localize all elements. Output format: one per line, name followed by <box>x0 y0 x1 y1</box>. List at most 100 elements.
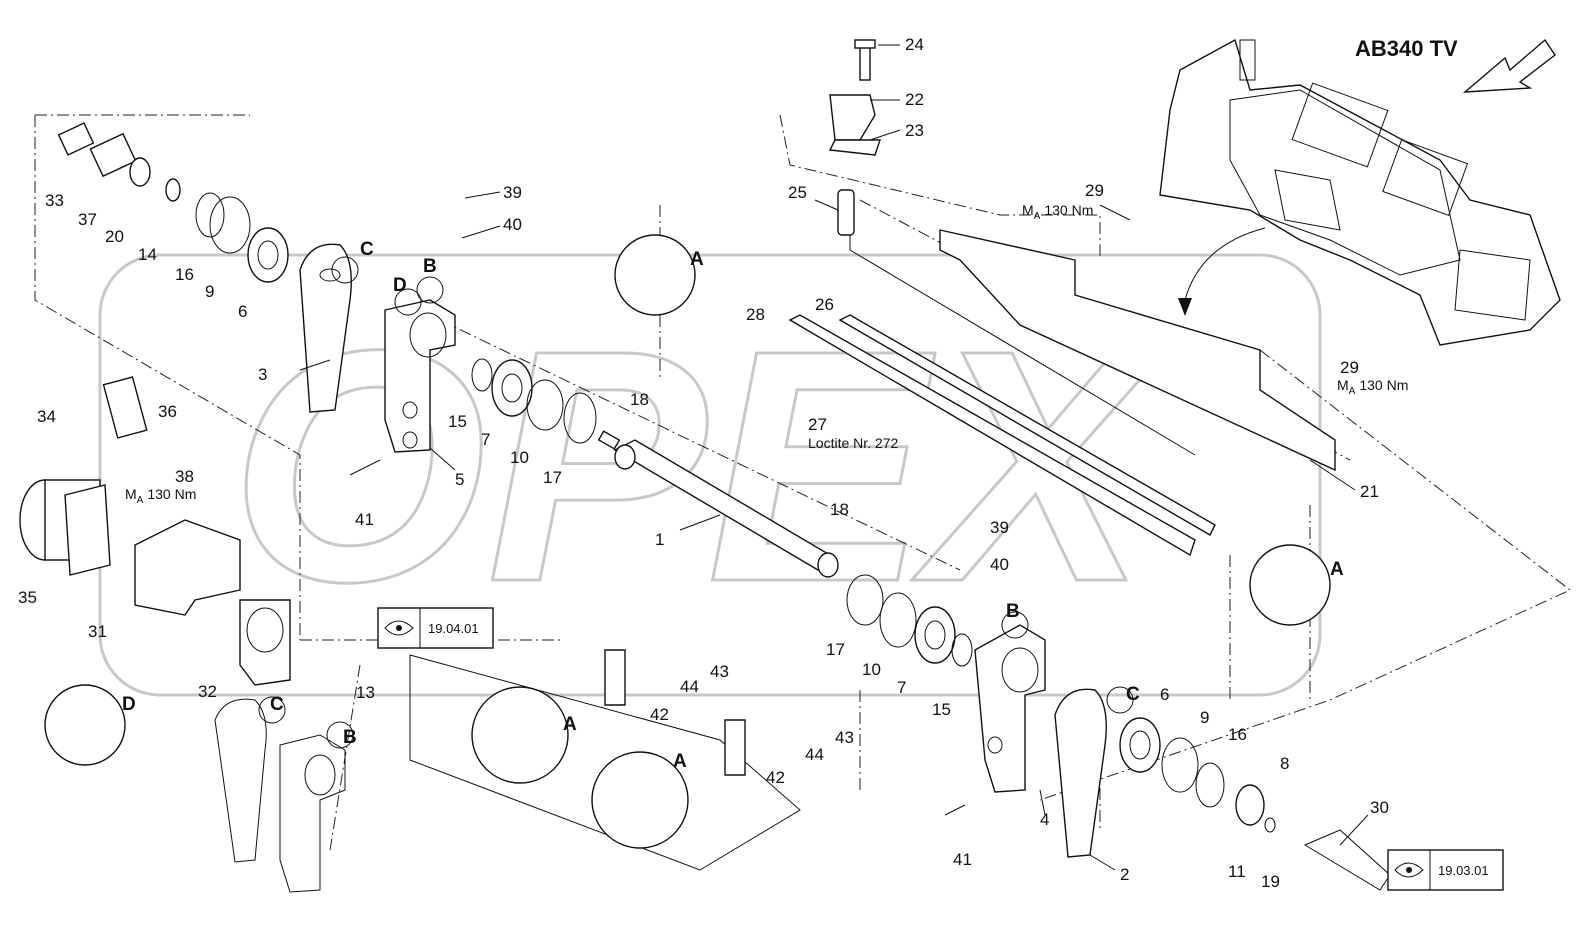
eye-icon <box>1394 862 1424 878</box>
callout: 41 <box>953 850 972 869</box>
shaft-end-right <box>1303 829 1391 891</box>
reference-code-left: 19.04.01 <box>428 621 479 636</box>
motor-assembly <box>19 376 291 686</box>
callout: 9 <box>205 282 214 301</box>
callout: 44 <box>805 745 824 764</box>
callout: 29 <box>1340 358 1359 377</box>
callout: 21 <box>1360 482 1379 501</box>
callout: 26 <box>815 295 834 314</box>
callout: 17 <box>826 640 845 659</box>
callout: 10 <box>862 660 881 679</box>
view-direction-arrow <box>1462 38 1556 93</box>
callout: 19 <box>1261 872 1280 891</box>
detail-letter-a: A <box>690 249 704 270</box>
bearing-set-right <box>846 574 973 667</box>
callout: 7 <box>897 678 906 697</box>
detail-letter-c: C <box>360 239 374 260</box>
callout: 5 <box>455 470 464 489</box>
callout: 3 <box>258 365 267 384</box>
bearing-set-left <box>471 358 597 444</box>
reference-code-right: 19.03.01 <box>1438 863 1489 878</box>
detail-letter-c: C <box>270 694 284 715</box>
curved-arrow <box>1178 227 1266 316</box>
callout: 43 <box>710 662 729 681</box>
arm-views-lower-left <box>214 698 346 893</box>
callout: 38 <box>175 467 194 486</box>
callout: 36 <box>158 402 177 421</box>
callout: 8 <box>1280 754 1289 773</box>
detail-letter-a: A <box>563 714 577 735</box>
callout: 33 <box>45 191 64 210</box>
callout: 20 <box>105 227 124 246</box>
detail-circle-d <box>44 684 126 766</box>
detail-letter-a: A <box>1330 559 1344 580</box>
detail-letter-b: B <box>343 727 357 748</box>
shaft <box>597 430 839 578</box>
callout: 13 <box>356 683 375 702</box>
callout: 7 <box>481 430 490 449</box>
callout: 16 <box>1228 725 1247 744</box>
detail-letter-c: C <box>1126 684 1140 705</box>
callout: 42 <box>650 705 669 724</box>
callout: 18 <box>630 390 649 409</box>
callout: 23 <box>905 121 924 140</box>
top-bracket <box>828 39 881 156</box>
callout: 39 <box>503 183 522 202</box>
frame-section <box>409 649 801 871</box>
callout: 14 <box>138 245 157 264</box>
callout: 30 <box>1370 798 1389 817</box>
detail-circle-a-right <box>1249 544 1331 626</box>
callout: 6 <box>238 302 247 321</box>
detail-circles <box>44 234 1331 849</box>
detail-letter-b: B <box>423 256 437 277</box>
callout: 15 <box>932 700 951 719</box>
callout: 24 <box>905 35 924 54</box>
swing-arm-right <box>974 624 1276 858</box>
callout: 15 <box>448 412 467 431</box>
loctite-note: Loctite Nr. 272 <box>808 435 898 451</box>
callout: 35 <box>18 588 37 607</box>
callout: 6 <box>1160 685 1169 704</box>
rails <box>788 189 1336 557</box>
machine-illustration <box>1159 38 1561 346</box>
callout: 27 <box>808 415 827 434</box>
callout: 43 <box>835 728 854 747</box>
callout: 9 <box>1200 708 1209 727</box>
callout: 40 <box>990 555 1009 574</box>
callout: 40 <box>503 215 522 234</box>
eye-icon <box>384 620 414 636</box>
callout: 39 <box>990 518 1009 537</box>
callout: 31 <box>88 622 107 641</box>
detail-letter-d: D <box>393 275 407 296</box>
callout: 4 <box>1040 810 1049 829</box>
reference-box-right[interactable]: 19.03.01 <box>1387 849 1504 891</box>
callout: 17 <box>543 468 562 487</box>
callout: 2 <box>1120 865 1129 884</box>
detail-letter-b: B <box>1006 601 1020 622</box>
detail-letter-d: D <box>122 694 136 715</box>
callout: 28 <box>746 305 765 324</box>
callout: 34 <box>37 407 56 426</box>
detail-letters: A A A A B B B C C C D D <box>122 239 1344 772</box>
leader-lines <box>299 44 1369 871</box>
callout: 44 <box>680 677 699 696</box>
callout: 16 <box>175 265 194 284</box>
callout: 1 <box>655 530 664 549</box>
callout: 37 <box>78 210 97 229</box>
callout-numbers: 1 2 3 4 5 6 6 7 7 8 9 9 10 10 11 13 14 1… <box>18 35 1389 891</box>
callout: 22 <box>905 90 924 109</box>
detail-letter-a: A <box>673 751 687 772</box>
detail-circle-a-top <box>614 234 696 316</box>
machine-title: AB340 TV <box>1355 36 1458 61</box>
callout: 10 <box>510 448 529 467</box>
callout: 32 <box>198 682 217 701</box>
detail-circle-a-lower <box>471 686 569 784</box>
callout: 11 <box>1228 862 1246 881</box>
callout: 29 <box>1085 181 1104 200</box>
reference-box-left[interactable]: 19.04.01 <box>377 607 494 649</box>
